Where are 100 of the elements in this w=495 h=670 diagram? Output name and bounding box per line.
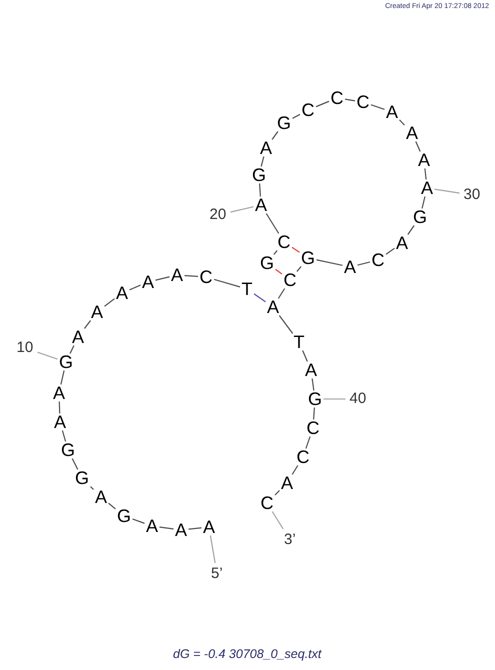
nucleotide-letter: A: [344, 260, 356, 274]
nucleotide-letter: A: [72, 330, 84, 344]
backbone-line: [424, 168, 427, 180]
nucleotide-letter: A: [95, 490, 108, 504]
backbone-line: [357, 261, 370, 266]
backbone-line: [370, 104, 385, 110]
backbone-line: [62, 430, 66, 442]
nucleotide-letter: T: [294, 335, 304, 350]
position-number: 10: [16, 342, 34, 354]
nucleotide-letter: A: [418, 153, 430, 168]
backbone-line: [108, 502, 116, 510]
backbone-line: [278, 288, 286, 299]
base-pair-line: [254, 293, 266, 302]
nucleotide-letter: A: [53, 386, 66, 400]
nucleotide-letter: C: [296, 450, 310, 464]
nucleotide-letter: C: [330, 91, 344, 106]
backbone-line: [344, 98, 356, 102]
nucleotide-letter: C: [302, 103, 314, 118]
backbone-line: [407, 225, 415, 235]
nucleotide-letter: A: [91, 305, 104, 320]
backbone-line: [188, 527, 202, 530]
nucleotide-letter: G: [301, 251, 316, 266]
backbone-line: [274, 490, 280, 496]
leader-line: [210, 535, 216, 564]
nucleotide-letter: T: [242, 282, 252, 296]
backbone-line: [278, 315, 294, 334]
backbone-line: [184, 274, 198, 277]
nucleotide-letter: A: [175, 523, 188, 538]
backbone-line: [302, 350, 308, 362]
backbone-line: [292, 465, 298, 475]
backbone-line: [273, 250, 278, 255]
backbone-line: [386, 248, 395, 255]
position-number: 40: [350, 393, 366, 405]
backbone-line: [260, 156, 264, 167]
nucleotide-letter: G: [117, 509, 132, 524]
backbone-line: [422, 196, 426, 209]
backbone-line: [159, 526, 174, 530]
backbone-line: [60, 370, 65, 385]
backbone-line: [132, 518, 145, 524]
nucleotide-letter: C: [260, 496, 274, 510]
backbone-line: [272, 131, 278, 140]
backbone-line: [155, 276, 170, 281]
nucleotide-letter: A: [146, 519, 158, 534]
backbone-line: [316, 100, 330, 108]
backbone-line: [129, 284, 141, 290]
nucleotide-letter: A: [281, 476, 294, 490]
nucleotide-letter: A: [255, 198, 268, 212]
nucleotide-letter: C: [372, 253, 384, 268]
leader-line: [272, 511, 284, 530]
nucleotide-letter: A: [142, 275, 154, 290]
nucleotide-letter: G: [413, 210, 428, 224]
nucleotide-letter: C: [356, 95, 370, 110]
backbone-line: [259, 183, 261, 197]
backbone-line: [104, 298, 115, 307]
nucleotide-letter: A: [305, 363, 318, 378]
nucleotide-letter: C: [306, 421, 320, 436]
nucleotide-letter: G: [75, 471, 90, 486]
backbone-line: [316, 259, 343, 266]
backbone-line: [266, 213, 280, 234]
leader-line: [37, 352, 58, 360]
nucleotide-letter: G: [61, 443, 76, 458]
position-number: 20: [210, 209, 226, 221]
backbone-line: [312, 378, 314, 391]
nucleotide-letter: G: [308, 392, 322, 406]
nucleotide-letter: A: [54, 415, 66, 430]
backbone-line: [90, 486, 94, 490]
leader-line: [324, 398, 346, 400]
nucleotide-letter: C: [200, 270, 212, 284]
nucleotide-letter: A: [421, 181, 434, 196]
nucleotide-letter: A: [267, 300, 280, 314]
backbone-line: [84, 320, 91, 329]
position-number: 30: [464, 189, 480, 201]
base-pair-line: [292, 246, 300, 253]
caption-text: dG = -0.4 30708_0_seq.txt: [173, 648, 322, 660]
nucleotide-letter: G: [59, 355, 74, 370]
nucleotide-letter: A: [203, 520, 216, 534]
backbone-line: [70, 345, 74, 354]
leader-line: [230, 206, 254, 213]
nucleotide-letter: A: [260, 141, 272, 156]
strand-end-label: 3’: [284, 534, 296, 546]
nucleotide-letter: A: [116, 286, 128, 300]
nucleotide-letter: G: [252, 168, 266, 182]
backbone-line: [305, 436, 311, 449]
nucleotide-letter: A: [386, 105, 398, 120]
backbone-line: [292, 114, 300, 119]
backbone-line: [296, 266, 302, 272]
nucleotide-letter: C: [284, 273, 296, 288]
backbone-line: [399, 120, 405, 126]
nucleotide-letter: G: [277, 116, 292, 130]
base-pair-line: [275, 268, 282, 275]
nucleotide-letter: A: [396, 236, 408, 250]
backbone-line: [415, 141, 421, 152]
backbone-line: [313, 407, 315, 420]
nucleotide-letter: C: [278, 235, 290, 250]
nucleotide-letter: A: [406, 126, 418, 140]
nucleotide-letter: G: [260, 256, 274, 270]
backbone-line: [214, 278, 240, 288]
leader-line: [434, 188, 460, 194]
backbone-line: [58, 401, 60, 414]
nucleotide-letter: A: [171, 268, 184, 282]
